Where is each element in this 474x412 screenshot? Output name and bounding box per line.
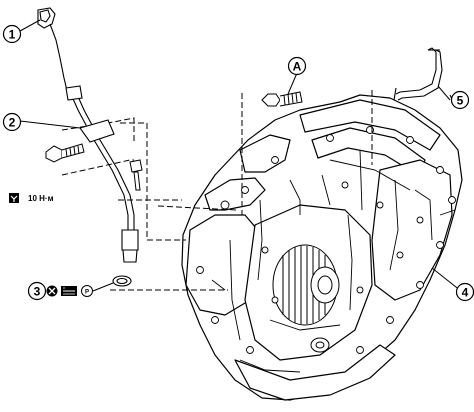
pipe-bracket (79, 119, 115, 143)
converter-drum (272, 244, 340, 353)
callout-2-label: 2 (9, 116, 16, 130)
callout-4: 4 (455, 282, 474, 302)
breather-hose (393, 47, 443, 101)
leader-lines (19, 19, 462, 292)
o-ring-symbols: P (46, 282, 114, 297)
atf-fluid-icon (61, 286, 77, 296)
bracket-bolt (45, 143, 85, 163)
housing-detail-lines (211, 149, 456, 373)
callout-3: 3 (27, 281, 47, 301)
p-symbol-label: P (85, 290, 89, 296)
housing-bolts (196, 126, 456, 354)
p-symbol-icon: P (81, 285, 93, 297)
dipstick-handle (37, 7, 56, 29)
bolt-a (261, 91, 303, 107)
callout-5-label: 5 (457, 94, 464, 108)
alignment-dashed-lines (61, 90, 456, 291)
o-ring (112, 275, 132, 287)
pipe-stud (129, 159, 143, 191)
callout-a-label: A (293, 60, 302, 74)
callout-1-label: 1 (9, 28, 16, 42)
dipstick-rod (49, 23, 69, 96)
callout-3-label: 3 (34, 285, 41, 299)
callout-2: 2 (2, 112, 22, 132)
dipstick-assembly (37, 7, 139, 287)
callout-a: A (287, 56, 307, 76)
torque-wrench-icon (9, 193, 19, 203)
torque-spec: 10 Н·м (9, 193, 54, 203)
callout-1: 1 (2, 24, 22, 44)
callout-5: 5 (450, 90, 470, 110)
transmission-assembly (181, 94, 463, 401)
callout-4-label: 4 (462, 286, 469, 300)
do-not-reuse-icon (46, 285, 58, 297)
torque-value: 10 Н·м (28, 194, 54, 203)
